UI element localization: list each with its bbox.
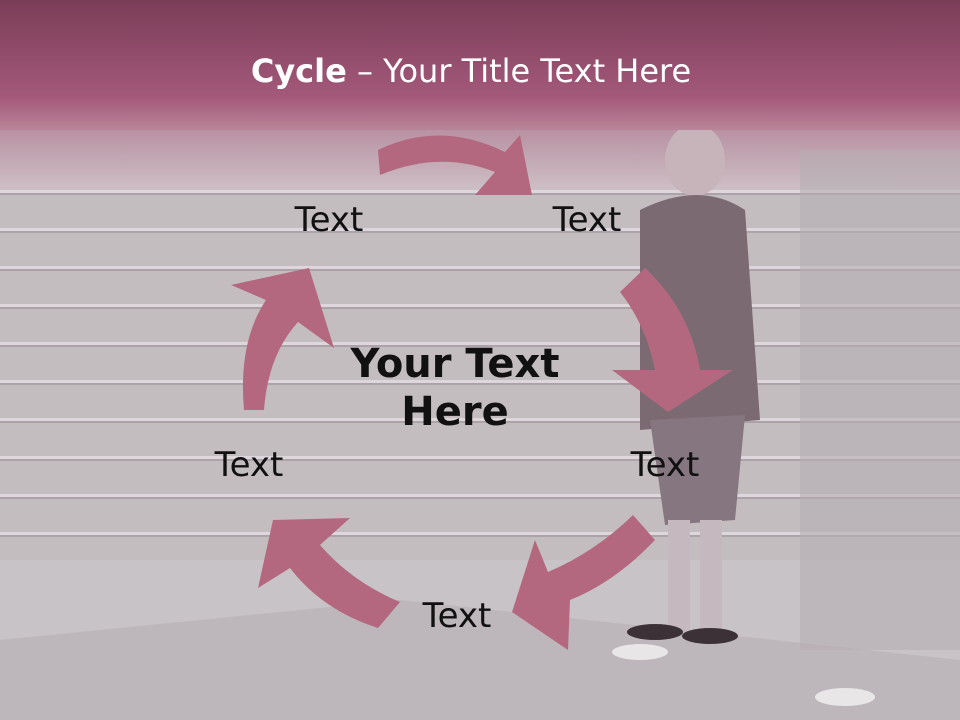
node-label-1: Text — [294, 200, 364, 240]
node-label-3: Text — [630, 445, 700, 485]
title-bold: Cycle — [250, 52, 347, 90]
node-label-2: Text — [552, 200, 622, 240]
arrow-left — [231, 268, 334, 410]
title-rest: – Your Title Text Here — [346, 52, 692, 90]
center-text: Your Text Here — [350, 341, 560, 435]
node-label-5: Text — [214, 445, 284, 485]
arrow-bottom-left — [258, 518, 400, 628]
slide-title: Cycle – Your Title Text Here — [0, 52, 942, 90]
node-label-4: Text — [422, 596, 492, 636]
arrow-top — [378, 135, 532, 195]
arrow-right — [612, 268, 733, 412]
arrow-bottom-right — [512, 515, 655, 650]
